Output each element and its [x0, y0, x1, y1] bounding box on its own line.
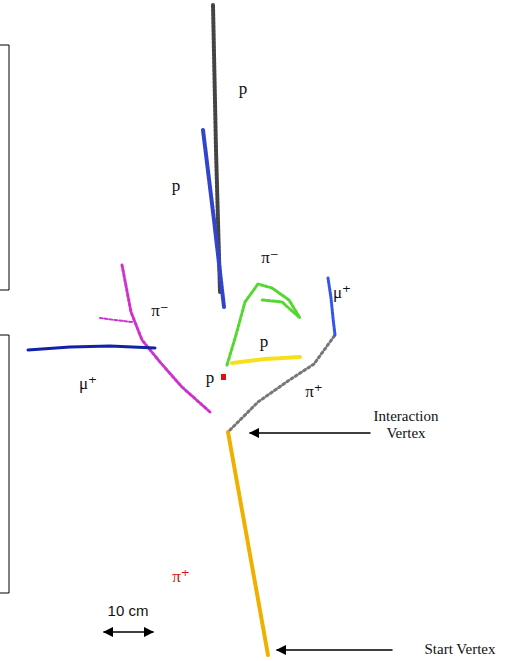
- side-panel: [0, 335, 9, 593]
- particle-label: μ⁺: [333, 283, 351, 303]
- pointer-arrow: [277, 649, 392, 651]
- scale-label: 10 cm: [108, 602, 149, 619]
- particle-label: p: [206, 368, 215, 388]
- pion-track: [230, 335, 335, 430]
- particle-label: π⁺: [305, 382, 323, 402]
- particle-label: π⁻: [261, 248, 279, 268]
- scale-bar: [104, 631, 153, 633]
- particle-label: π⁺: [172, 567, 190, 587]
- pion-track: [122, 265, 210, 412]
- muon-track: [28, 346, 155, 350]
- vertex-callout: Start Vertex: [425, 641, 496, 658]
- particle-label: p: [260, 332, 269, 352]
- particle-label: p: [172, 176, 181, 196]
- pion-track: [227, 284, 300, 365]
- proton-track: [232, 357, 300, 363]
- proton-track: [203, 130, 224, 307]
- pion-track: [228, 432, 268, 655]
- particle-label: p: [239, 79, 248, 99]
- vertex-callout: Interaction Vertex: [366, 408, 446, 443]
- proton-stub: [221, 374, 226, 380]
- particle-label: π⁻: [151, 301, 169, 321]
- side-panel: [0, 45, 9, 290]
- pointer-arrow: [250, 432, 370, 434]
- particle-label: μ⁺: [79, 374, 97, 394]
- pion-branch: [100, 318, 132, 322]
